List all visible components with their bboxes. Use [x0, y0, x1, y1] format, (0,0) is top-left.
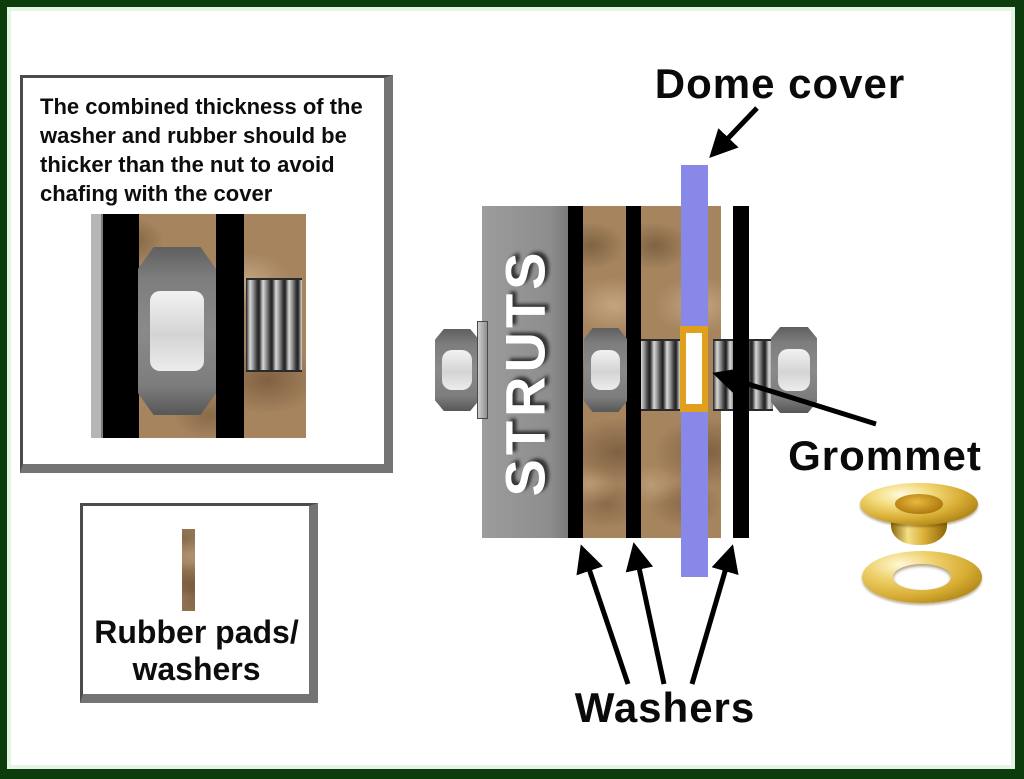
- struts-label: STRUTS: [493, 248, 557, 496]
- washer-bar-2: [626, 206, 641, 538]
- washers-arrow-2: [625, 542, 667, 685]
- note-box: The combined thickness of the washer and…: [20, 75, 393, 473]
- strut-bar: STRUTS: [482, 206, 568, 538]
- bolt-head: [435, 329, 479, 411]
- photo-strut-edge: [91, 214, 103, 438]
- washer-bar-3: [733, 206, 749, 538]
- nut-outer: [771, 327, 817, 413]
- nut-inner: [584, 328, 627, 412]
- diagram-canvas: The combined thickness of the washer and…: [7, 7, 1015, 769]
- grommet-washer-hole: [893, 564, 951, 590]
- washer-bar-1: [568, 206, 583, 538]
- grommet-in-cover: [680, 326, 708, 412]
- rubber-pads-box: Rubber pads/ washers: [80, 503, 318, 703]
- photo-washer-bar: [216, 214, 244, 438]
- grommet-washer-image: [862, 551, 982, 603]
- photo-bolt-threads: [246, 278, 302, 372]
- rubber-box-label-line2: washers: [132, 650, 261, 687]
- rubber-box-label-line1: Rubber pads/: [94, 614, 299, 650]
- grommet-eyelet-image: [860, 483, 978, 549]
- note-text: The combined thickness of the washer and…: [40, 94, 363, 207]
- bolt-head-flange: [477, 321, 488, 419]
- grommet-label: Grommet: [788, 432, 982, 479]
- nut-closeup-photo: [91, 214, 306, 438]
- rubber-pad-swatch: [182, 529, 195, 611]
- grommet-eyelet-hole: [895, 494, 943, 514]
- dome-cover-arrow: [709, 106, 759, 159]
- rubber-box-label: Rubber pads/ washers: [83, 614, 310, 688]
- washers-arrow-1: [576, 544, 631, 685]
- washers-label: Washers: [574, 684, 756, 731]
- photo-washer-bar: [103, 214, 139, 438]
- bolt-threads-left: [637, 339, 683, 411]
- photo-nut: [138, 247, 216, 415]
- dome-cover-label: Dome cover: [654, 60, 906, 107]
- grommet-slot: [686, 333, 702, 404]
